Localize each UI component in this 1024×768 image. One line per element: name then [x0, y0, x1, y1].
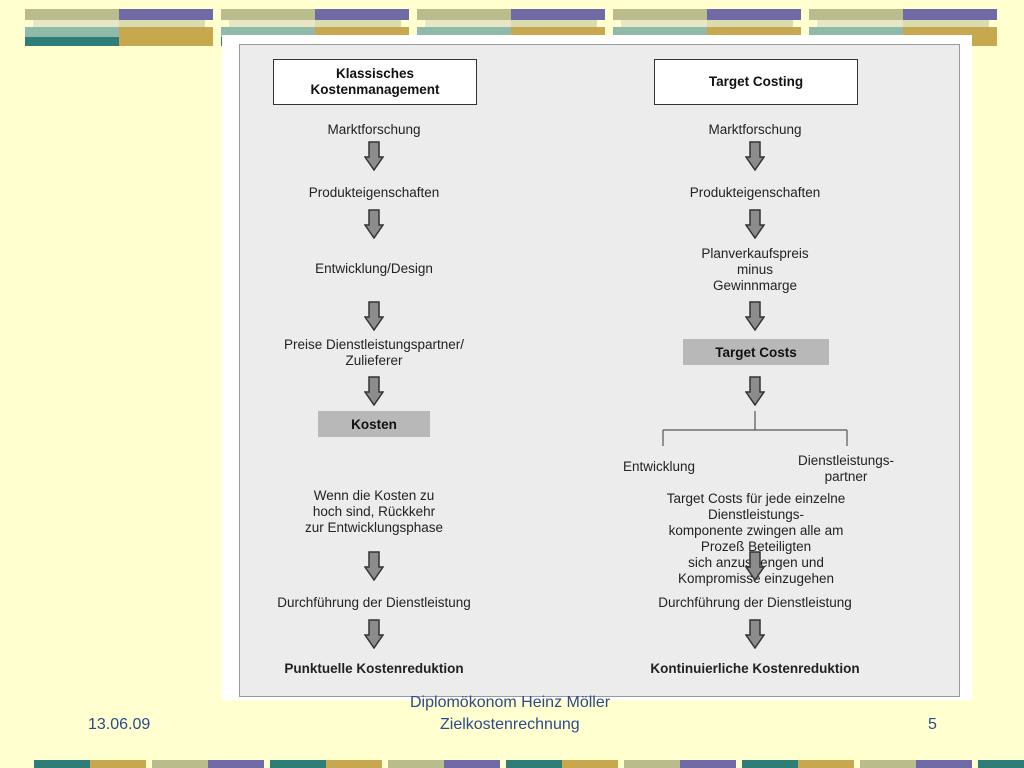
left-header-text: Klassisches Kostenmanagement — [310, 66, 440, 97]
down-arrow-icon — [364, 551, 384, 581]
decorative-bar — [680, 760, 736, 768]
left-result: Punktuelle Kostenreduktion — [284, 661, 464, 676]
diagram-panel: Klassisches Kostenmanagement Marktforsch… — [239, 44, 960, 697]
decorative-bar — [860, 760, 916, 768]
decorative-bar — [388, 760, 444, 768]
decorative-bar — [208, 760, 264, 768]
decorative-bar — [119, 37, 213, 46]
left-step-rueckkehr: Wenn die Kosten zu hoch sind, Rückkehr z… — [304, 488, 444, 535]
decorative-bar — [25, 9, 119, 20]
left-kosten-box: Kosten — [318, 411, 430, 437]
decorative-bar — [221, 9, 315, 20]
left-step-preise: Preise Dienstleistungspartner/ Zuliefere… — [283, 337, 465, 368]
decorative-bar — [613, 27, 707, 37]
decorative-bar — [707, 9, 801, 20]
down-arrow-icon — [364, 141, 384, 171]
down-arrow-icon — [745, 376, 765, 406]
decorative-bar — [270, 760, 326, 768]
right-target-costs-box: Target Costs — [683, 339, 829, 365]
down-arrow-icon — [745, 551, 765, 581]
decorative-bar — [742, 760, 798, 768]
decorative-bar — [417, 9, 511, 20]
left-kosten-label: Kosten — [351, 416, 397, 432]
down-arrow-icon — [364, 376, 384, 406]
decorative-bar — [119, 27, 213, 37]
right-step-durchfuehrung: Durchführung der Dienstleistung — [658, 595, 852, 610]
decorative-bar — [798, 760, 854, 768]
footer-author: Diplomökonom Heinz Möller — [410, 694, 611, 711]
decorative-bar — [624, 760, 680, 768]
decorative-bar — [25, 27, 119, 37]
decorative-bar — [90, 760, 146, 768]
left-step-marktforschung: Marktforschung — [327, 122, 421, 137]
left-header-box: Klassisches Kostenmanagement — [273, 59, 477, 105]
decorative-bar — [809, 9, 903, 20]
right-step-produkteigenschaften: Produkteigenschaften — [689, 185, 821, 200]
footer-date: 13.06.09 — [88, 716, 151, 733]
right-step-planverkaufspreis: Planverkaufspreis minus Gewinnmarge — [701, 246, 809, 293]
decorative-bar — [562, 760, 618, 768]
right-header-box: Target Costing — [654, 59, 858, 105]
left-step-produkteigenschaften: Produkteigenschaften — [308, 185, 440, 200]
left-step-durchfuehrung: Durchführung der Dienstleistung — [277, 595, 471, 610]
decorative-bar — [809, 27, 903, 37]
right-header-text: Target Costing — [708, 74, 804, 89]
decorative-bar — [916, 760, 972, 768]
decorative-bar — [903, 9, 997, 20]
down-arrow-icon — [364, 619, 384, 649]
left-step-entwicklung-design: Entwicklung/Design — [315, 261, 433, 276]
decorative-bar — [511, 27, 605, 37]
decorative-bar — [978, 760, 1024, 768]
branch-connector — [662, 411, 848, 446]
decorative-bar — [417, 27, 511, 37]
down-arrow-icon — [745, 141, 765, 171]
down-arrow-icon — [745, 301, 765, 331]
decorative-bar — [444, 760, 500, 768]
decorative-bar — [315, 9, 409, 20]
decorative-bar — [34, 760, 90, 768]
decorative-bar — [25, 37, 119, 46]
decorative-bar — [707, 27, 801, 37]
down-arrow-icon — [745, 619, 765, 649]
decorative-bar — [315, 27, 409, 37]
right-result: Kontinuierliche Kostenreduktion — [650, 661, 860, 676]
decorative-bar — [613, 9, 707, 20]
right-step-marktforschung: Marktforschung — [708, 122, 802, 137]
down-arrow-icon — [364, 209, 384, 239]
decorative-bar — [119, 9, 213, 20]
decorative-bar — [221, 27, 315, 37]
decorative-bar — [326, 760, 382, 768]
decorative-bar — [903, 27, 997, 37]
decorative-bar — [506, 760, 562, 768]
down-arrow-icon — [745, 209, 765, 239]
decorative-bar — [152, 760, 208, 768]
right-branch-dienstleistungspartner: Dienstleistungs- partner — [797, 453, 895, 484]
footer-title: Zielkostenrechnung — [440, 716, 580, 733]
right-target-costs-label: Target Costs — [715, 344, 797, 360]
right-branch-entwicklung: Entwicklung — [622, 459, 696, 474]
down-arrow-icon — [364, 301, 384, 331]
footer-page-number: 5 — [928, 716, 937, 733]
decorative-bar — [511, 9, 605, 20]
